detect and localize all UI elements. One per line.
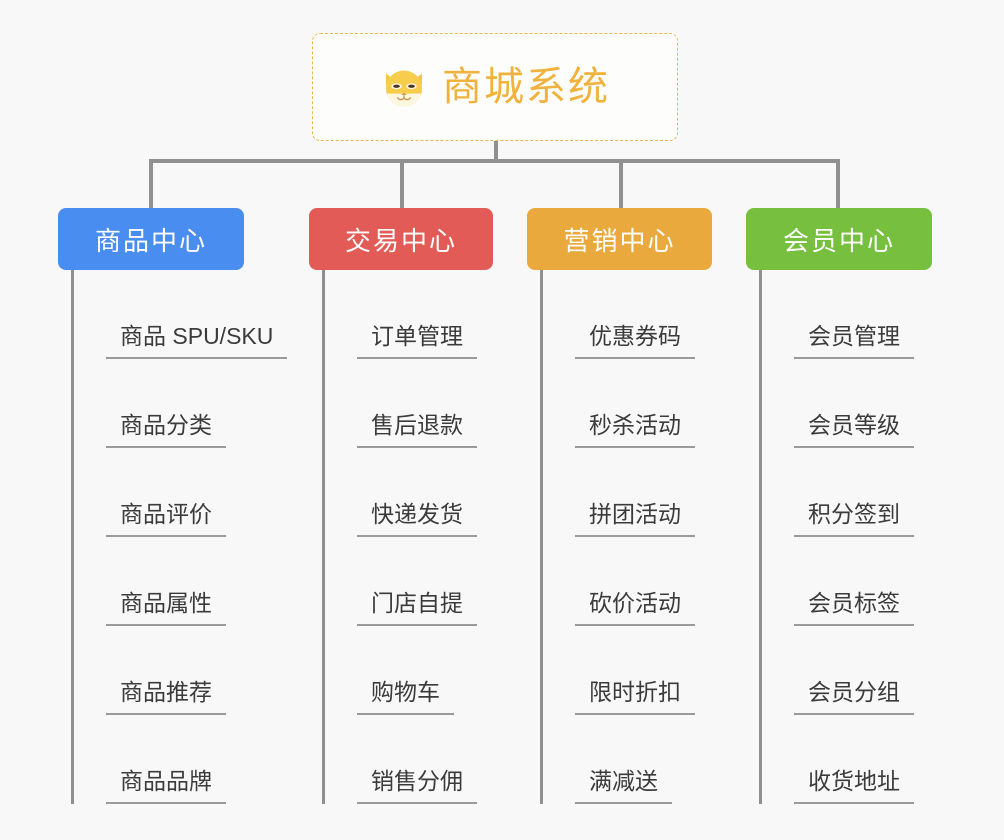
leaf-label: 门店自提 [357, 590, 477, 626]
list-item[interactable]: 商品推荐 [74, 626, 287, 715]
leaf-label: 售后退款 [357, 412, 477, 448]
leaf-label: 会员标签 [794, 590, 914, 626]
leaf-label: 优惠券码 [575, 323, 695, 359]
connector-root-stem [494, 141, 498, 162]
branch-items-1: 商品 SPU/SKU 商品分类 商品评价 商品属性 商品推荐 商品品牌 [71, 270, 288, 804]
branch-header-label-3: 营销中心 [563, 225, 676, 256]
list-item[interactable]: 销售分佣 [325, 715, 493, 804]
shiba-dog-face-icon [386, 70, 422, 107]
leaf-label: 商品推荐 [106, 679, 226, 715]
list-item[interactable]: 订单管理 [325, 270, 493, 359]
list-item[interactable]: 会员管理 [762, 270, 932, 359]
connector-drop-1 [149, 159, 153, 210]
leaf-label: 购物车 [357, 679, 454, 715]
list-item[interactable]: 购物车 [325, 626, 493, 715]
connector-horizontal-bus [149, 159, 840, 163]
branch-items-2: 订单管理 售后退款 快递发货 门店自提 购物车 销售分佣 [322, 270, 493, 804]
branch-column-2: 交易中心 订单管理 售后退款 快递发货 门店自提 购物车 销售分佣 [309, 208, 493, 804]
leaf-label: 收货地址 [794, 768, 914, 804]
branch-header-1[interactable]: 商品中心 [58, 208, 244, 270]
list-item[interactable]: 商品分类 [74, 359, 287, 448]
leaf-label: 订单管理 [357, 323, 477, 359]
list-item[interactable]: 会员等级 [762, 359, 932, 448]
connector-drop-4 [836, 159, 840, 210]
list-item[interactable]: 满减送 [543, 715, 712, 804]
branch-header-3[interactable]: 营销中心 [527, 208, 712, 270]
leaf-label: 会员等级 [794, 412, 914, 448]
leaf-label: 积分签到 [794, 501, 914, 537]
list-item[interactable]: 快递发货 [325, 448, 493, 537]
list-item[interactable]: 商品 SPU/SKU [74, 270, 288, 359]
list-item[interactable]: 收货地址 [762, 715, 932, 804]
branch-header-label-2: 交易中心 [344, 225, 457, 256]
list-item[interactable]: 售后退款 [325, 359, 493, 448]
branch-header-4[interactable]: 会员中心 [746, 208, 932, 270]
list-item[interactable]: 商品属性 [74, 537, 287, 626]
connector-drop-2 [400, 159, 404, 210]
list-item[interactable]: 会员标签 [762, 537, 932, 626]
connector-drop-3 [619, 159, 623, 210]
list-item[interactable]: 限时折扣 [543, 626, 712, 715]
leaf-label: 会员管理 [794, 323, 914, 359]
list-item[interactable]: 会员分组 [762, 626, 932, 715]
leaf-label: 商品评价 [106, 501, 226, 537]
list-item[interactable]: 拼团活动 [543, 448, 712, 537]
leaf-label: 砍价活动 [575, 590, 695, 626]
list-item[interactable]: 砍价活动 [543, 537, 712, 626]
leaf-label: 商品品牌 [106, 768, 226, 804]
branch-header-label-1: 商品中心 [94, 225, 207, 256]
leaf-label: 商品分类 [106, 412, 226, 448]
leaf-label: 拼团活动 [575, 501, 695, 537]
branch-items-4: 会员管理 会员等级 积分签到 会员标签 会员分组 收货地址 [759, 270, 932, 804]
leaf-label: 会员分组 [794, 679, 914, 715]
root-node[interactable]: 商城系统 [312, 33, 678, 141]
leaf-label: 销售分佣 [357, 768, 477, 804]
branch-column-1: 商品中心 商品 SPU/SKU 商品分类 商品评价 商品属性 商品推荐 商品品牌 [58, 208, 288, 804]
list-item[interactable]: 积分签到 [762, 448, 932, 537]
branch-column-4: 会员中心 会员管理 会员等级 积分签到 会员标签 会员分组 收货地址 [746, 208, 932, 804]
leaf-label: 秒杀活动 [575, 412, 695, 448]
leaf-label: 满减送 [575, 768, 672, 804]
list-item[interactable]: 门店自提 [325, 537, 493, 626]
leaf-label: 限时折扣 [575, 679, 695, 715]
branch-header-2[interactable]: 交易中心 [309, 208, 493, 270]
branch-column-3: 营销中心 优惠券码 秒杀活动 拼团活动 砍价活动 限时折扣 满减送 [527, 208, 712, 804]
list-item[interactable]: 商品评价 [74, 448, 287, 537]
list-item[interactable]: 商品品牌 [74, 715, 287, 804]
branch-header-label-4: 会员中心 [782, 225, 895, 256]
leaf-label: 商品 SPU/SKU [106, 323, 288, 359]
branch-items-3: 优惠券码 秒杀活动 拼团活动 砍价活动 限时折扣 满减送 [540, 270, 712, 804]
list-item[interactable]: 秒杀活动 [543, 359, 712, 448]
leaf-label: 快递发货 [357, 501, 477, 537]
list-item[interactable]: 优惠券码 [543, 270, 712, 359]
root-title: 商城系统 [442, 65, 610, 109]
leaf-label: 商品属性 [106, 590, 226, 626]
